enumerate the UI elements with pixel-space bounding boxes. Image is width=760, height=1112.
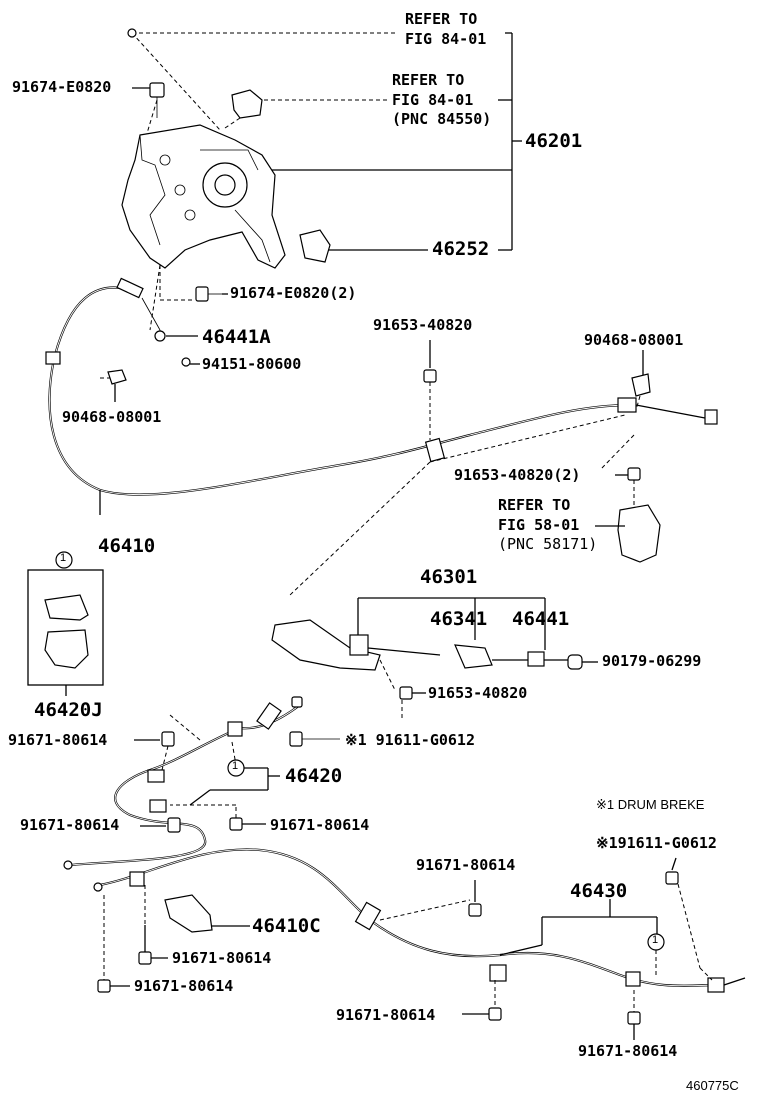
clamp-46420j-box [27,569,104,696]
label-46420j: 46420J [34,699,103,721]
label-91671-80614-g: 91671-80614 [336,1006,436,1024]
marker-1-top [55,551,73,569]
label-91671-80614-b: 91671-80614 [20,816,120,834]
label-46410c: 46410C [252,915,321,937]
label-91653-40820-top: 91653-40820 [373,316,473,334]
leader-91671-d [379,899,471,921]
refer-fig-84-b-line3: (PNC 84550) [392,110,492,128]
label-46420: 46420 [285,765,343,787]
label-46301: 46301 [420,566,478,588]
refer-fig-58-line1: REFER TO [498,496,571,514]
bolt-91653-40820-top [423,340,437,440]
bracket-46201 [131,32,522,251]
nut-46441a-icon [154,330,166,342]
label-46341: 46341 [430,608,488,630]
refer-fig-58-line3: (PNC 58171) [498,535,598,553]
leader-46420-f [189,789,211,806]
label-46201: 46201 [525,130,583,152]
label-90179-06299: 90179-06299 [602,652,702,670]
cable-46430 [93,848,746,993]
label-46252: 46252 [432,238,490,260]
leader-cable-to-46301 [289,461,431,596]
cable-46420 [63,702,301,870]
label-91671-80614-d: 91671-80614 [416,856,516,874]
bolt-91653-40820-2 [599,434,641,510]
label-91671-80614-a: 91671-80614 [8,731,108,749]
label-91671-80614-h: 91671-80614 [578,1042,678,1060]
label-91653-40820-2: 91653-40820(2) [454,466,581,484]
bolts-46420 [134,696,340,833]
marker-1-mid-label: 1 [232,760,239,772]
label-46430: 46430 [570,880,628,902]
nut-94151-80600-icon [181,357,191,367]
refer-fig-84-b-line2: FIG 84-01 [392,91,474,109]
label-46410: 46410 [98,535,156,557]
clip-90468-08001-left [100,369,127,402]
label-91671-80614-f: 91671-80614 [134,977,234,995]
refer-fig-84-a-line1: REFER TO [405,10,478,28]
leader-cable-to-right [429,414,626,463]
refer-fig-84-b-line1: REFER TO [392,71,465,89]
label-90468-08001-right: 90468-08001 [584,331,684,349]
label-90468-08001-left: 90468-08001 [62,408,162,426]
bolt-91674-e0820-top [132,82,165,141]
note-drum-brake: ※1 DRUM BREKE [596,797,705,812]
clip-90468-08001-right [631,350,651,411]
bolts-46430 [97,857,713,1040]
label-91611-g0612-b: ※191611-G0612 [596,834,717,852]
label-94151-80600: 94151-80600 [202,355,302,373]
label-46441a: 46441A [202,326,271,348]
label-46441: 46441 [512,608,570,630]
parking-brake-lever-assembly [121,89,331,269]
label-91671-80614-e: 91671-80614 [172,949,272,967]
marker-1-top-label: 1 [60,552,67,564]
label-91653-40820-mid: 91653-40820 [428,684,528,702]
clamp-46410c [164,894,250,933]
figure-id: 460775C [686,1078,739,1093]
equalizer-46301 [271,597,598,720]
marker-1-bottom-label: 1 [652,934,659,946]
bracket-fig-58 [595,504,661,563]
label-91671-80614-c: 91671-80614 [270,816,370,834]
screw-top-icon [127,28,137,38]
bolt-91674-e0820-2 [149,264,228,331]
label-91674-e0820-2: 91674-E0820(2) [230,284,357,302]
leader-46420-b [231,741,237,766]
bracket-46430 [499,899,658,956]
label-91674-e0820: 91674-E0820 [12,78,112,96]
refer-fig-58-line2: FIG 58-01 [498,516,580,534]
label-91611-g0612-a: ※1 91611-G0612 [345,731,475,749]
refer-fig-84-a-line2: FIG 84-01 [405,30,487,48]
cable-46410 [45,277,718,515]
